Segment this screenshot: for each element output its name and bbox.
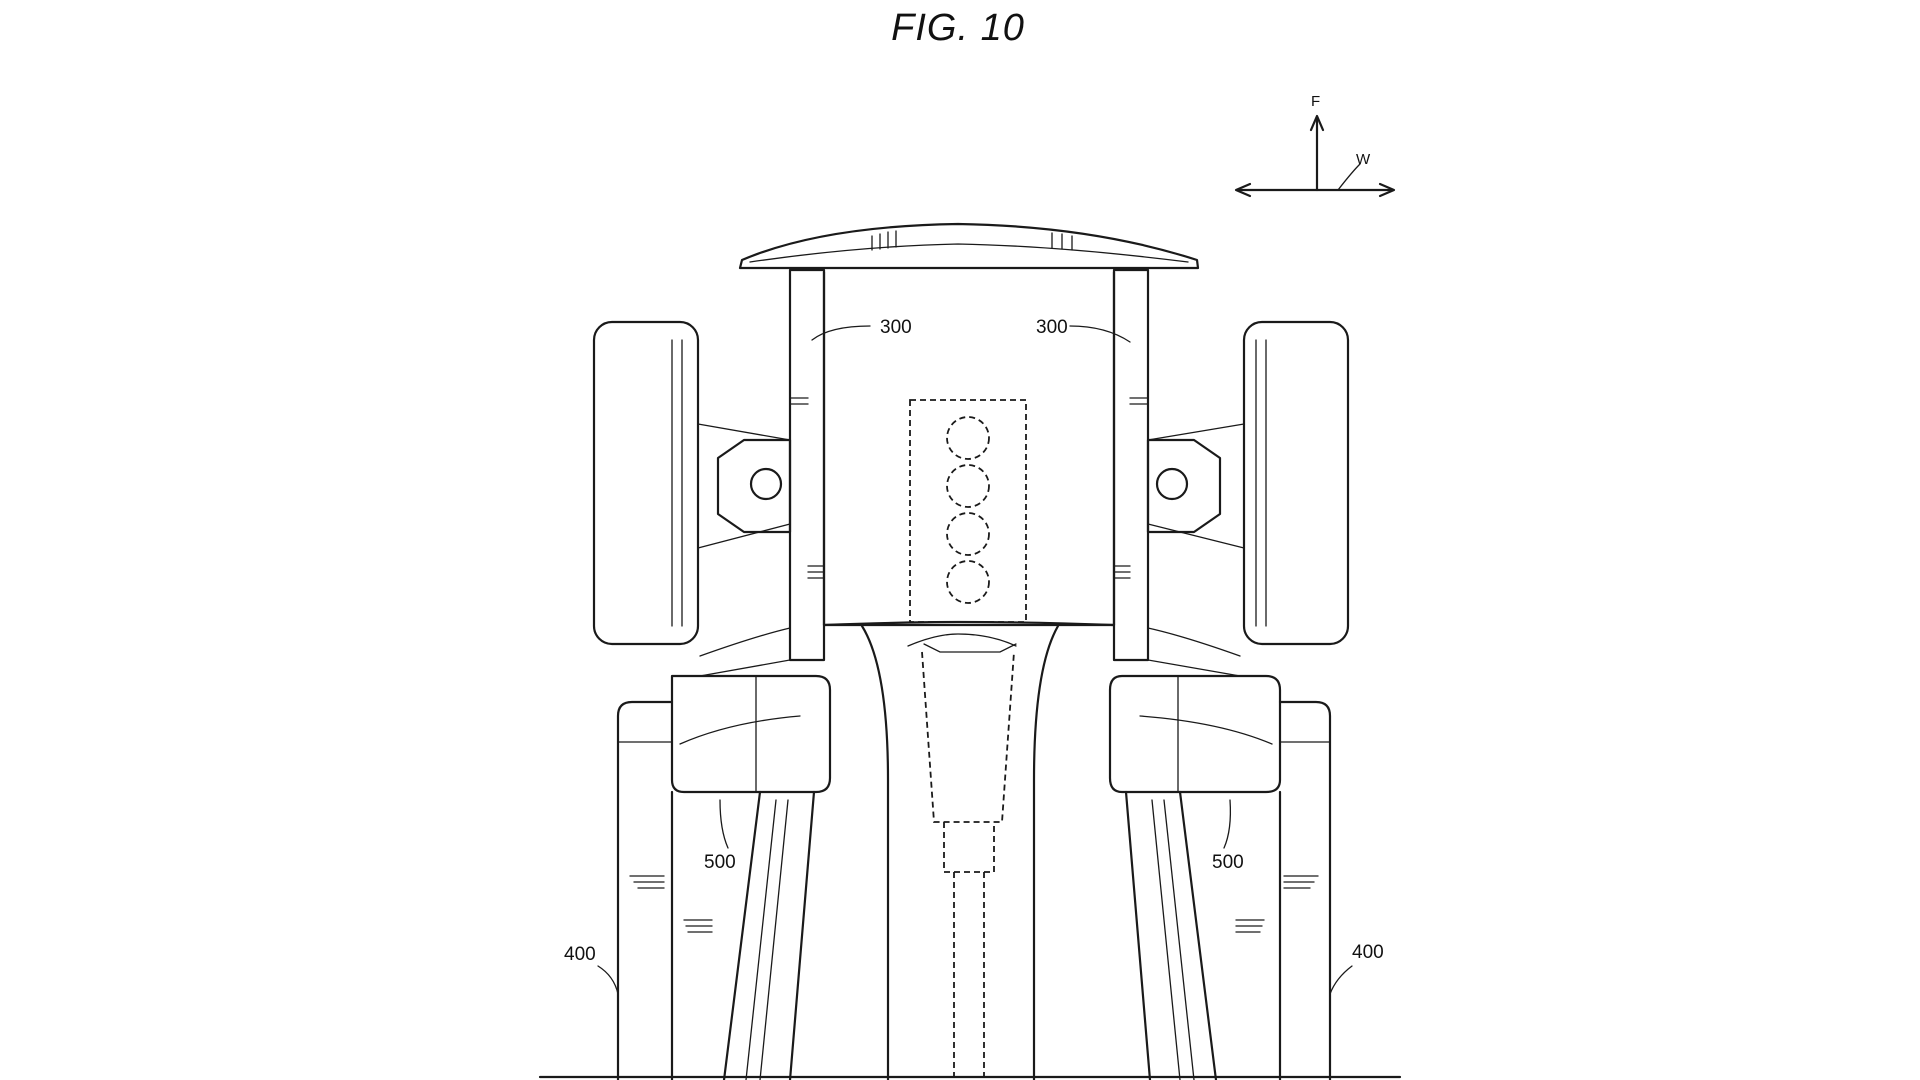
roof-hatching xyxy=(871,230,1073,251)
roof-outline xyxy=(738,222,1200,270)
fender-left-outline xyxy=(670,674,832,794)
link-right-outer xyxy=(1178,790,1218,1080)
rear-leg-left xyxy=(616,700,713,1080)
width-label: W xyxy=(1356,151,1371,168)
leader-link-right xyxy=(1223,799,1232,849)
central-column xyxy=(860,624,1060,1080)
ref-400-left: 400 xyxy=(564,944,596,965)
leader-frame-left xyxy=(811,325,871,341)
shaft-coupling-hidden xyxy=(943,822,995,873)
width-arrow-head-left xyxy=(1234,182,1252,198)
leader-link-left xyxy=(719,799,729,849)
hub-left-bracket xyxy=(716,438,792,534)
ref-500-right: 500 xyxy=(1212,852,1244,873)
ref-300-right: 300 xyxy=(1036,317,1068,338)
fender-right xyxy=(1108,627,1282,794)
leader-lines xyxy=(597,325,1353,995)
frame-post-left-outline xyxy=(788,268,826,662)
fender-left-upper xyxy=(699,627,791,677)
forward-arrow-head xyxy=(1309,114,1325,132)
leader-frame-right xyxy=(1069,325,1131,343)
rear-leg-left-outer xyxy=(616,700,674,1080)
central-column-top-band xyxy=(923,643,1017,653)
fender-left xyxy=(670,627,832,794)
figure-title: FIG. 10 xyxy=(891,7,1025,49)
engine-hidden xyxy=(909,399,1027,623)
wheel-left-tire xyxy=(592,320,700,646)
central-column-left xyxy=(860,624,890,1080)
link-left-outer xyxy=(722,790,762,1080)
link-right xyxy=(1124,790,1218,1080)
fender-left-contour xyxy=(679,715,801,745)
body-housing xyxy=(822,270,1116,627)
hub-bracket-right xyxy=(1146,423,1245,549)
direction-indicator: F W xyxy=(1234,93,1396,198)
drive-shaft-hidden xyxy=(921,651,1015,1080)
frame-post-right-outline xyxy=(1112,268,1150,662)
cylinder-4-hidden xyxy=(946,560,990,604)
hub-bracket-left xyxy=(697,423,792,549)
frame-post-left xyxy=(788,268,826,662)
ref-300-left: 300 xyxy=(880,317,912,338)
cylinder-3-hidden xyxy=(946,512,990,556)
width-arrow-head-right xyxy=(1378,182,1396,198)
cylinder-2-hidden xyxy=(946,464,990,508)
central-column-top-curve xyxy=(907,633,1017,647)
wheel-right-tire xyxy=(1242,320,1350,646)
frame-post-right xyxy=(1112,268,1150,662)
front-wheel-right xyxy=(1242,320,1350,646)
shaft-housing-hidden xyxy=(921,651,1015,823)
cylinder-1-hidden xyxy=(946,416,990,460)
fender-right-upper xyxy=(1147,627,1241,677)
link-right-inner xyxy=(1124,790,1152,1080)
link-left-inner xyxy=(788,790,816,1080)
hub-right-pin xyxy=(1155,467,1189,501)
rear-leg-right xyxy=(1235,700,1332,1080)
width-leader xyxy=(1337,163,1361,191)
roof-canopy xyxy=(738,222,1200,270)
central-column-right xyxy=(1032,624,1060,1080)
hub-left-pin xyxy=(749,467,783,501)
ref-400-right: 400 xyxy=(1352,942,1384,963)
roof-contour xyxy=(749,243,1189,263)
ref-500-left: 500 xyxy=(704,852,736,873)
shaft-hidden xyxy=(953,872,985,1080)
leader-leg-left xyxy=(597,965,619,995)
fender-right-contour xyxy=(1139,715,1273,745)
rear-leg-right-outer xyxy=(1278,700,1332,1080)
leader-leg-right xyxy=(1329,965,1353,995)
body-outline xyxy=(822,270,1116,627)
fender-right-outline xyxy=(1108,674,1282,794)
engine-block-hidden xyxy=(909,399,1027,623)
link-left xyxy=(722,790,816,1080)
front-wheel-left xyxy=(592,320,700,646)
hub-right-bracket xyxy=(1146,438,1222,534)
forward-label: F xyxy=(1311,93,1320,110)
